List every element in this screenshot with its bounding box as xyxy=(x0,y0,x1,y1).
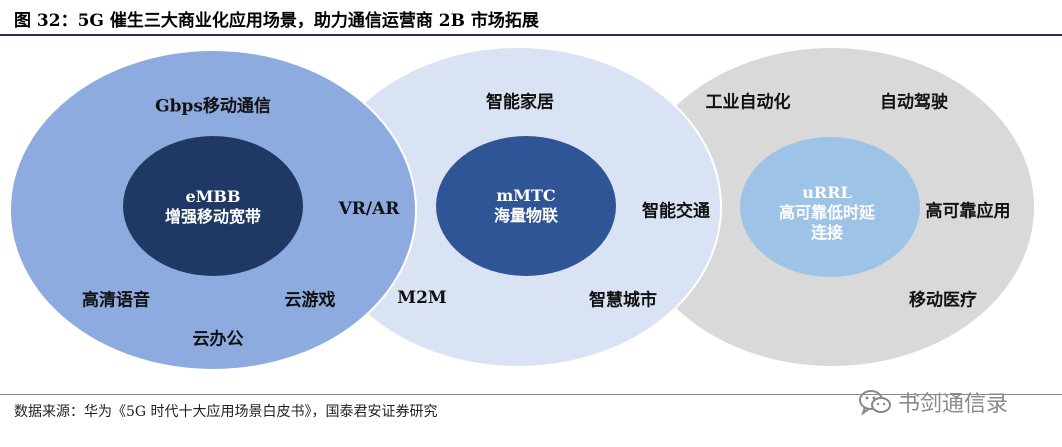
title-divider xyxy=(0,34,1062,36)
urrl-core-name: uRRL xyxy=(802,183,852,202)
wechat-icon xyxy=(859,390,891,416)
watermark: 书剑通信录 xyxy=(858,386,1008,418)
embb-core-name: eMBB xyxy=(185,187,241,206)
urrl-label-high-reliability: 高可靠应用 xyxy=(925,201,1011,222)
embb-core-circle xyxy=(123,136,303,276)
mmtc-label-smart-home: 智能家居 xyxy=(486,92,554,113)
mmtc-core-circle xyxy=(436,136,616,276)
urrl-core-desc-2: 连接 xyxy=(810,223,844,242)
scenario-diagram xyxy=(9,46,1036,371)
mmtc-label-vr-ar: VR/AR xyxy=(338,199,400,219)
urrl-label-industrial-automation: 工业自动化 xyxy=(705,92,791,113)
urrl-core-label: uRRL 高可靠低时延 连接 xyxy=(779,183,875,243)
mmtc-core-desc: 海量物联 xyxy=(493,206,559,225)
urrl-label-mobile-medical: 移动医疗 xyxy=(909,290,977,311)
source-note: 数据来源：华为《5G 时代十大应用场景白皮书》，国泰君安证券研究 xyxy=(14,404,438,420)
mmtc-label-smart-city: 智慧城市 xyxy=(589,290,657,311)
figure-title: 图 32：5G 催生三大商业化应用场景，助力通信运营商 2B 市场拓展 xyxy=(14,11,539,31)
mmtc-label-m2m: M2M xyxy=(397,288,447,308)
embb-core-label: eMBB 增强移动宽带 xyxy=(165,187,261,227)
mmtc-core-label: mMTC 海量物联 xyxy=(494,186,558,226)
embb-label-hd-voice: 高清语音 xyxy=(82,290,150,311)
urrl-core-circle xyxy=(740,137,920,277)
watermark-text: 书剑通信录 xyxy=(898,392,1009,417)
embb-label-cloud-office: 云办公 xyxy=(192,329,244,350)
urrl-label-smart-traffic: 智能交通 xyxy=(642,201,710,222)
embb-core-desc: 增强移动宽带 xyxy=(164,207,262,226)
urrl-label-autonomous-driving: 自动驾驶 xyxy=(880,92,948,113)
embb-label-cloud-gaming: 云游戏 xyxy=(284,290,336,311)
embb-label-gbps: Gbps移动通信 xyxy=(155,96,271,117)
source-divider xyxy=(0,394,1062,395)
urrl-core-desc: 高可靠低时延 xyxy=(778,203,876,222)
mmtc-core-name: mMTC xyxy=(496,186,556,205)
